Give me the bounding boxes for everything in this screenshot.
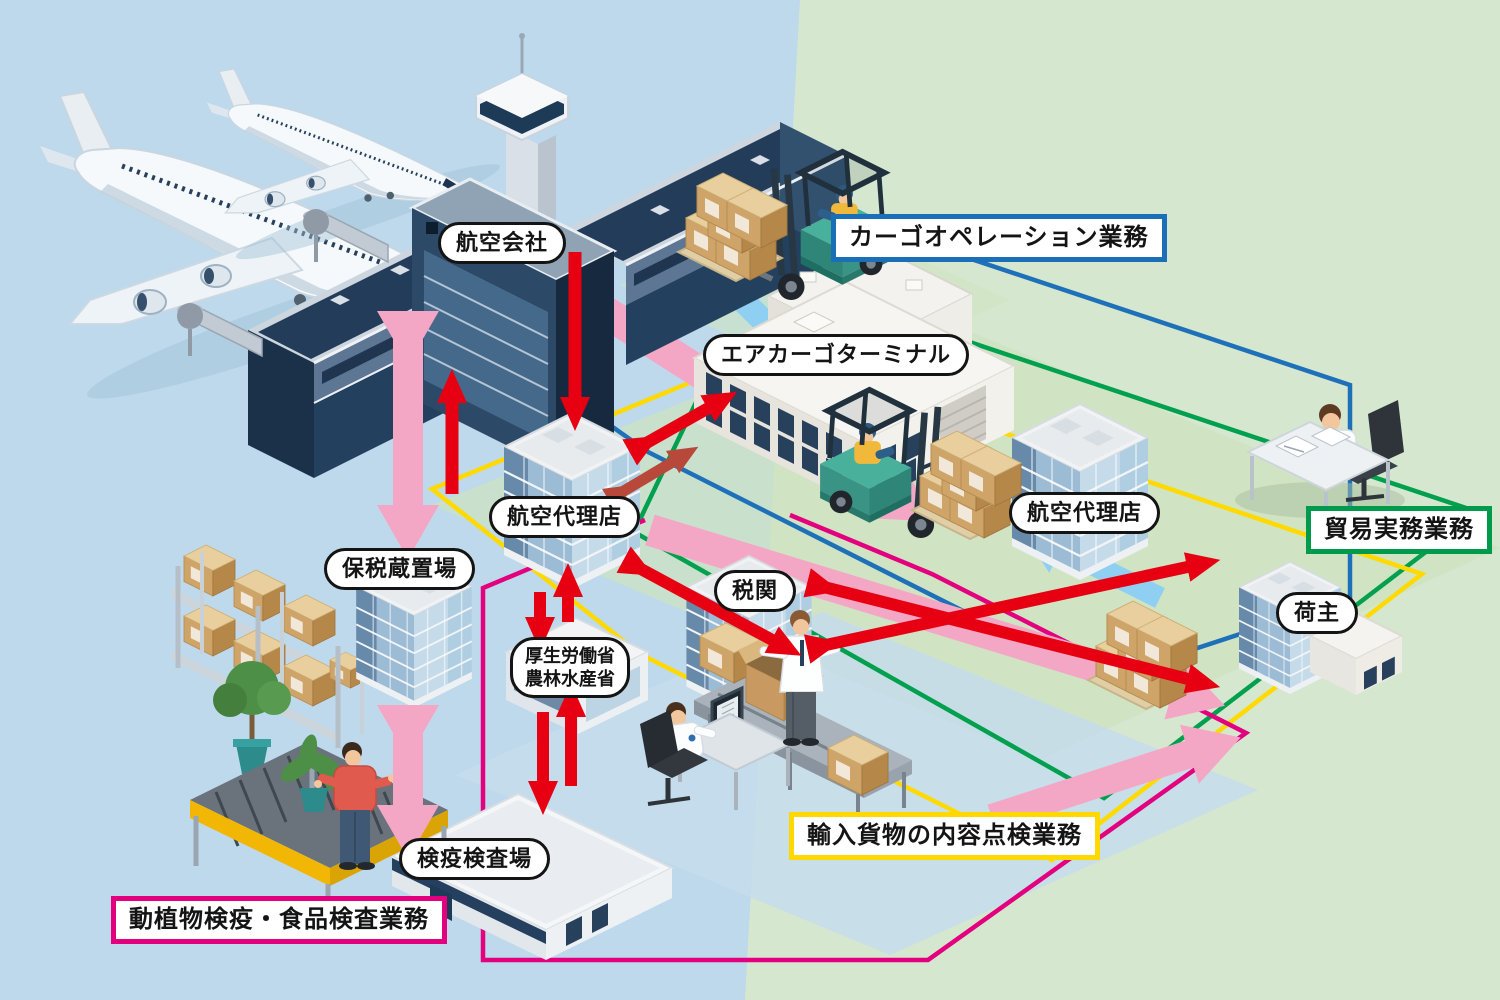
jet-bridge [303,209,389,264]
label-air-cargo-terminal: エアカーゴターミナル [703,334,970,377]
label-category-quarantine-food: 動植物検疫・食品検査業務 [111,896,447,944]
label-category-trade-practice: 貿易実務業務 [1306,506,1492,554]
label-airline: 航空会社 [438,222,567,265]
jet-bridge [177,303,263,358]
label-air-agency-right: 航空代理店 [1009,492,1161,535]
label-ministry-line1: 厚生労働省 [525,646,615,666]
label-bonded-warehouse: 保税蔵置場 [324,548,476,591]
label-category-import-inspection: 輸入貨物の内容点検業務 [789,812,1100,860]
document-flow-arrows [377,252,1221,859]
label-ministry-line2: 農林水産省 [525,668,615,689]
label-customs: 税関 [714,570,797,613]
label-shipper: 荷主 [1276,592,1359,635]
label-quarantine-station: 検疫検査場 [399,838,551,881]
trade-clerk-scene [1235,400,1405,534]
label-air-agency-left: 航空代理店 [489,496,641,539]
label-ministry: 厚生労働省 農林水産省 [510,637,630,698]
label-category-cargo-operation: カーゴオペレーション業務 [831,214,1167,262]
